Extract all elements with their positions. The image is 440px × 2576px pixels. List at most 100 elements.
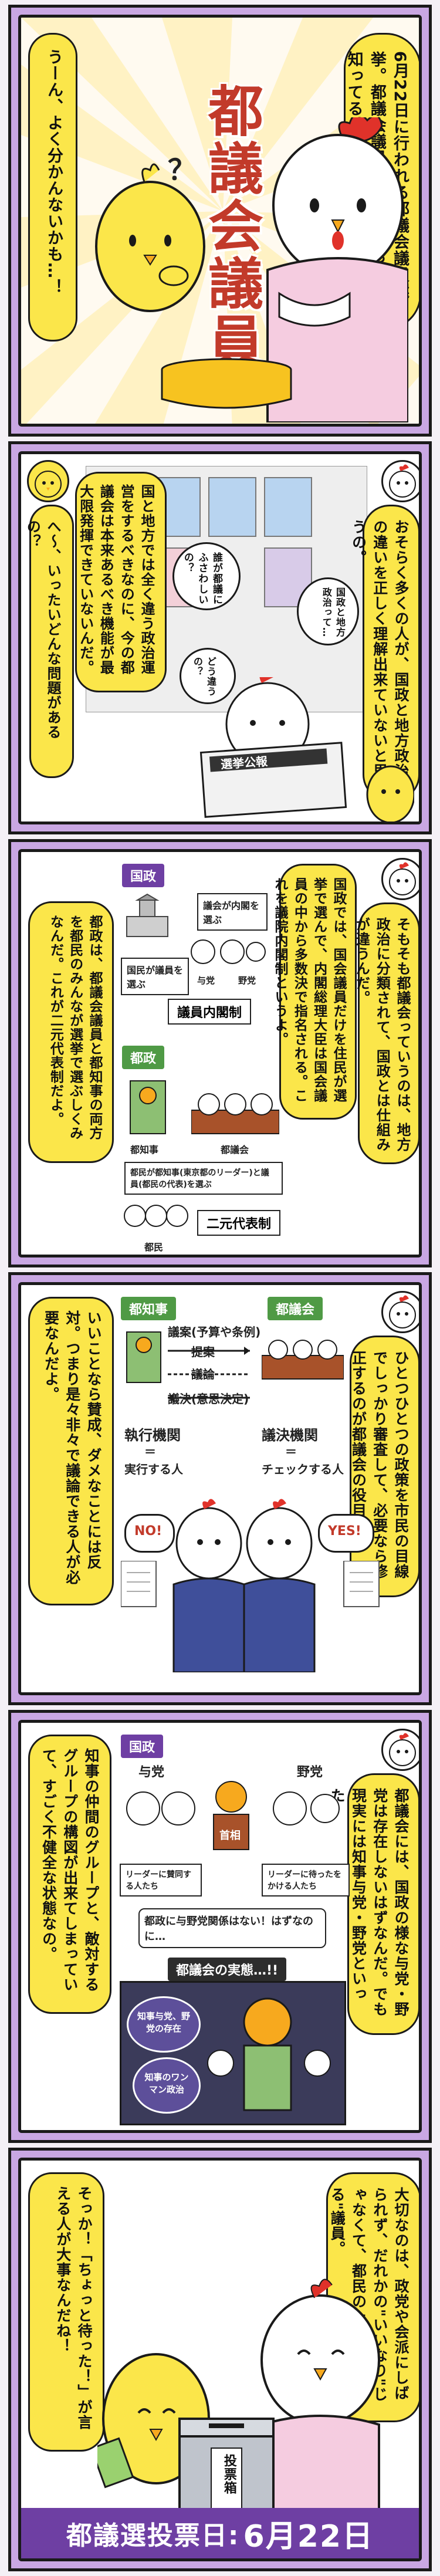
hen-reading-newspaper — [199, 677, 347, 818]
yes-text: YES! — [328, 1524, 361, 1539]
tag-governor: 都知事 — [121, 1297, 177, 1320]
panel-4: ひとつひとつの政策を市民の目線でしっかり審査して、必要なら修正するのが都議会の役… — [8, 1272, 432, 1705]
podium — [161, 358, 292, 409]
speech-bubble-hen-7: ひとつひとつの政策を市民の目線でしっかり審査して、必要なら修正するのが都議会の役… — [350, 1336, 419, 1597]
assembly-members — [191, 1093, 279, 1134]
speech-bubble-hen-10: 知事の仲間のグループと、敵対するグループの構図が出来てしまっていて、すごく不健全… — [28, 1735, 111, 2014]
newspaper-headline: 選挙公報 — [220, 754, 268, 772]
legis-equals: ＝ — [285, 1445, 297, 1459]
footer-date: 6月22日 — [243, 2518, 374, 2554]
chick-icon — [35, 471, 62, 498]
hen-avatar — [381, 1729, 419, 1771]
assembly-members — [262, 1340, 344, 1380]
box-dual: 二元代表制 — [197, 1210, 281, 1236]
panel-1: 6月22日に行われる都議会議員選挙。都議会議員ってどんなお仕事か知ってる？ うー… — [8, 5, 432, 437]
no-text: NO! — [134, 1524, 163, 1539]
speech-text: そっか！「ちょっと待った！」が言える人が大事なんだね！ — [54, 2186, 93, 2430]
speech-text: うーん、よく分かんないかも…！ — [45, 49, 63, 295]
label-pm: 首相 — [219, 1830, 241, 1842]
note-dual: 都民が都知事(東京都のリーダー)と議員(都民の代表)を選ぶ — [124, 1162, 283, 1195]
speech-bubble-hen-5: 国政では、国会議員だけを住民が選挙で選んで、内閣総理大臣は国会議員の中から多数決… — [272, 864, 357, 1120]
speech-text: おそらく多くの人が、国政と地方政治の違いを正しく理解出来ていないと思うの。 — [350, 519, 410, 779]
speech-bubble-hen-6: 都政は、都議会議員と都知事の両方を都民のみんなが選挙で選ぶしくみなんだ。これが二… — [28, 901, 114, 1163]
panel-2: おそらく多くの人が、国政と地方政治の違いを正しく理解出来ていないと思うの。 国と… — [8, 441, 432, 834]
yes-burst: YES! — [318, 1514, 374, 1553]
note-voters: 国民が議員を選ぶ — [121, 958, 189, 995]
debate-label: 議論 — [191, 1367, 215, 1381]
parliament-building — [126, 893, 168, 937]
hen-icon — [389, 1295, 416, 1328]
tag-national: 国政 — [121, 1735, 164, 1758]
speech-text: そもそも都議会っていうのは、地方政治に分類されて、国政とは仕組みが違うんだ。 — [353, 917, 411, 1152]
reality-text: 知事与党、野党の存在 — [137, 2011, 190, 2034]
hen-avatar — [381, 460, 419, 502]
national-politics-figures — [126, 1781, 340, 1850]
note-ruling: リーダーに賛同する人たち — [120, 1864, 202, 1896]
speech-bubble-hen-3: 国と地方では全く違う政治運営をするべきなのに、今の都議会は本来あるべき機能が最大… — [75, 472, 167, 692]
label-governor: 都知事 — [130, 1144, 159, 1155]
legis-desc: チェックする人 — [262, 1462, 344, 1476]
flow-arrows — [168, 1347, 250, 1402]
metro-figures — [207, 1997, 331, 2111]
chick-peeking — [366, 765, 414, 822]
hen-avatar — [381, 858, 419, 900]
note-opposition: リーダーに待ったをかける人たち — [262, 1864, 350, 1896]
panel-3: そもそも都議会っていうのは、地方政治に分類されて、国政とは仕組みが違うんだ。 国… — [8, 839, 432, 1267]
submit-label: 提案 — [191, 1345, 215, 1359]
speech-text: 都議会には、国政の様な与党・野党は存在しないはずなんだ。でも現実には知事与党・野… — [329, 1788, 409, 2017]
exec-desc: 実行する人 — [124, 1462, 183, 1476]
tag-national: 国政 — [122, 864, 165, 887]
hen-character — [260, 2278, 380, 2513]
diet-members — [191, 939, 266, 964]
speech-bubble-hen-9: 都議会には、国政の様な与党・野党は存在しないはずなんだ。でも現実には知事与党・野… — [329, 1773, 419, 2035]
panel-6: 大切なのは、政党や会派にしばられず、だれかの"いいなり"じゃなくて、都民のために… — [8, 2148, 432, 2571]
exec-equals: ＝ — [144, 1445, 156, 1459]
hen-icon — [389, 464, 416, 498]
reality-text: 知事のワンマン政治 — [144, 2072, 189, 2095]
footer-label: 都議選投票日: — [66, 2521, 240, 2551]
label-citizens: 都民 — [144, 1242, 164, 1253]
title-sign: 都議会議員 — [199, 82, 263, 370]
speech-text: 知事の仲間のグループと、敵対するグループの構図が出来てしまっていて、すごく不健全… — [40, 1748, 100, 1992]
thought-text: 誰が都議にふさわしいの？ — [181, 552, 222, 605]
bill-label: 議案(予算や条例) — [168, 1325, 261, 1339]
note-cabinet: 議会が内閣を選ぶ — [197, 893, 268, 931]
panel-2-inner: おそらく多くの人が、国政と地方政治の違いを正しく理解出来ていないと思うの。 国と… — [18, 451, 422, 824]
reality-bubble-1: 知事与党、野党の存在 — [127, 1996, 201, 2053]
speech-text: いいことなら賛成、ダメなことには反対。つまり是々非々で議論できる人が必要なんだよ… — [42, 1310, 103, 1585]
hens-in-suits — [172, 1499, 316, 1672]
hen-icon — [389, 862, 416, 895]
panel-3-inner: そもそも都議会っていうのは、地方政治に分類されて、国政とは仕組みが違うんだ。 国… — [18, 849, 422, 1257]
documents — [121, 1561, 380, 1607]
thought-bubble-2: どう違うの？ — [180, 648, 236, 704]
speech-bubble-chick-3: そっか！「ちょっと待った！」が言える人が大事なんだね！ — [28, 2172, 104, 2452]
exec-title: 執行機関 — [124, 1427, 181, 1443]
panel-5-inner: 都議会には、国政の様な与党・野党は存在しないはずなんだ。でも現実には知事与党・野… — [18, 1720, 422, 2133]
speech-bubble-chick-2: へ〜、いったいどんな問題があるの？ — [24, 505, 74, 778]
thought-bubble-3: 国政と地方政治って… — [297, 577, 359, 645]
hen-icon — [389, 1733, 416, 1766]
chick-avatar — [27, 460, 69, 502]
note-metro: 都政に与野党関係はない！はずなのに… — [138, 1908, 326, 1948]
governor-figure — [130, 1080, 166, 1134]
hen-avatar — [381, 1291, 419, 1333]
question-mark: ？ — [168, 154, 197, 187]
label-ruling: 与党 — [138, 1765, 165, 1780]
speech-bubble-hen-2: おそらく多くの人が、国政と地方政治の違いを正しく理解出来ていないと思うの。 — [350, 505, 419, 802]
thought-text: 国政と地方政治って… — [320, 587, 346, 637]
governor-figure — [126, 1331, 161, 1383]
speech-bubble-hen-4: そもそも都議会っていうのは、地方政治に分類されて、国政とは仕組みが違うんだ。 — [353, 902, 419, 1164]
speech-text: へ〜、いったいどんな問題があるの？ — [24, 519, 61, 739]
thought-text: どう違うの？ — [191, 657, 216, 697]
speech-text: 都政は、都議会議員と都知事の両方を都民のみんなが選挙で選ぶしくみなんだ。これが二… — [48, 915, 102, 1140]
ballot-box-label: 投票箱 — [221, 2454, 236, 2494]
no-burst: NO! — [124, 1514, 175, 1553]
resolution-label: 議決(意思決定) — [168, 1392, 249, 1406]
thought-bubble-1: 誰が都議にふさわしいの？ — [172, 542, 241, 610]
citizens-group — [124, 1205, 188, 1227]
reality-title: 都議会の実態…!! — [168, 1958, 287, 1981]
election-day-footer: 都議選投票日: 6月22日 — [21, 2508, 419, 2558]
label-ruling: 与党 — [197, 975, 215, 986]
box-parliamentary: 議員内閣制 — [168, 999, 252, 1025]
